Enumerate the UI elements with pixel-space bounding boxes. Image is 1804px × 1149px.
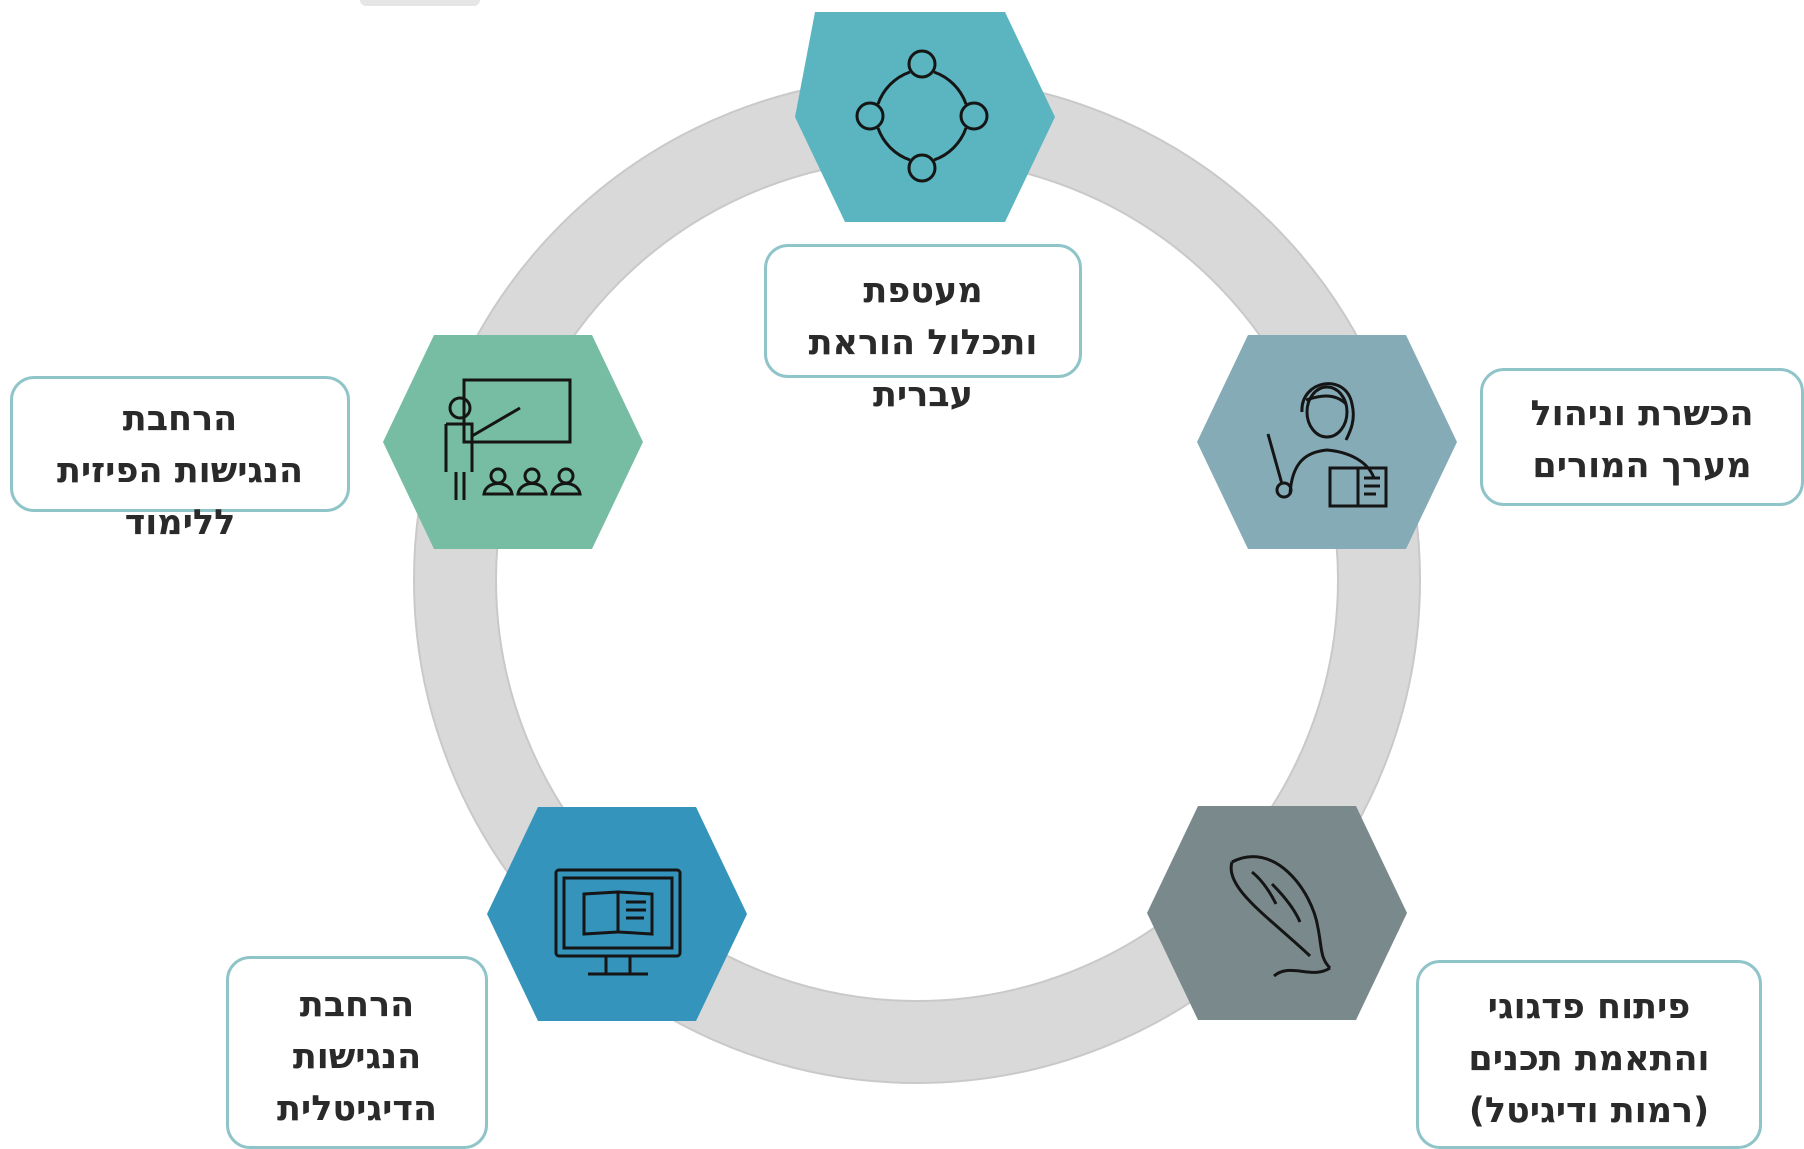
- computer-book-icon: [554, 868, 682, 976]
- top-corner-decoration: [360, 0, 480, 6]
- label-box-top: מעטפת ותכלול הוראת עברית: [764, 244, 1082, 415]
- label-text-top: מעטפת ותכלול הוראת עברית: [808, 271, 1038, 415]
- label-text-right: הכשרת וניהול מערך המורים: [1530, 394, 1754, 486]
- feather-quill-icon: [1229, 855, 1332, 978]
- network-cycle-icon: [855, 49, 989, 183]
- node-right: [1197, 335, 1457, 549]
- hexagon-bottom-right: [1147, 806, 1407, 1020]
- label-text-left: הרחבת הנגישות הפיזית ללימוד: [56, 399, 304, 543]
- hexagon-right: [1197, 335, 1457, 549]
- classroom-teacher-icon: [444, 378, 582, 500]
- node-bottom-right: [1147, 806, 1407, 1020]
- hexagon-top: [795, 12, 1055, 222]
- label-box-bottom-right: פיתוח פדגוגי והתאמת תכנים (רמות ודיגיטל): [1416, 960, 1762, 1149]
- label-text-bottom-right: פיתוח פדגוגי והתאמת תכנים (רמות ודיגיטל): [1468, 987, 1710, 1131]
- label-box-right: הכשרת וניהול מערך המורים: [1480, 368, 1804, 506]
- label-box-left: הרחבת הנגישות הפיזית ללימוד: [10, 376, 350, 543]
- label-box-bottom-left: הרחבת הנגישות הדיגיטלית: [226, 956, 488, 1149]
- label-text-bottom-left: הרחבת הנגישות הדיגיטלית: [276, 985, 438, 1129]
- node-top: [795, 12, 1055, 222]
- teacher-with-book-icon: [1266, 382, 1388, 508]
